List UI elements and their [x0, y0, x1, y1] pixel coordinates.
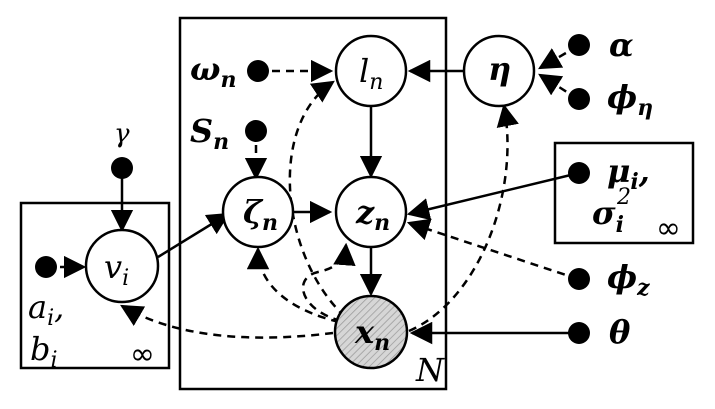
edge-x-z [301, 242, 356, 323]
dot-s [245, 120, 267, 142]
edge-v-zeta [157, 212, 230, 259]
label-omega: ωn [190, 50, 236, 93]
dot-phi-eta [568, 88, 590, 110]
label-sigma-exponent: 2 [616, 185, 631, 210]
edge-phiz-z [406, 218, 579, 281]
label-mu: μi, [607, 152, 650, 195]
dot-gamma [111, 157, 133, 179]
edge-x-zeta [246, 246, 340, 324]
label-left-plate-count: ∞ [130, 337, 155, 372]
edge-x-eta [408, 103, 519, 333]
plate-right [553, 141, 695, 245]
node-z [334, 175, 408, 249]
label-s: Sn [190, 112, 229, 155]
node-eta [462, 34, 536, 108]
label-phi-z: ϕz [607, 258, 650, 301]
dot-theta [568, 322, 590, 344]
edge-mu-z [406, 171, 580, 221]
edge-x-l [288, 80, 346, 318]
label-b: bi [30, 330, 58, 373]
label-gamma: γ [114, 119, 130, 149]
dot-a-b [35, 256, 57, 278]
label-right-plate-count: ∞ [656, 211, 681, 246]
dot-mu-sigma [568, 162, 590, 184]
dot-omega [247, 60, 269, 82]
label-phi-eta: ϕη [607, 78, 653, 121]
plate-left [19, 201, 171, 370]
dot-phi-z [568, 268, 590, 290]
edge-x-v [120, 304, 334, 339]
label-v: vi [104, 248, 129, 291]
label-sigma: σi [592, 194, 624, 238]
label-alpha: α [609, 26, 634, 64]
label-zeta: ζn [243, 193, 278, 236]
label-a: ai, [28, 288, 64, 331]
label-eta: η [488, 50, 511, 88]
node-v [84, 228, 160, 304]
label-z: zn [355, 193, 390, 236]
label-l: ln [359, 52, 383, 95]
node-zeta [221, 175, 295, 249]
label-center-plate-count: N [415, 351, 445, 389]
dot-alpha [568, 34, 590, 56]
label-theta: θ [609, 313, 631, 351]
plate-center [178, 16, 448, 391]
node-l [334, 34, 408, 108]
node-x [333, 294, 409, 370]
label-x: xn [354, 313, 390, 356]
